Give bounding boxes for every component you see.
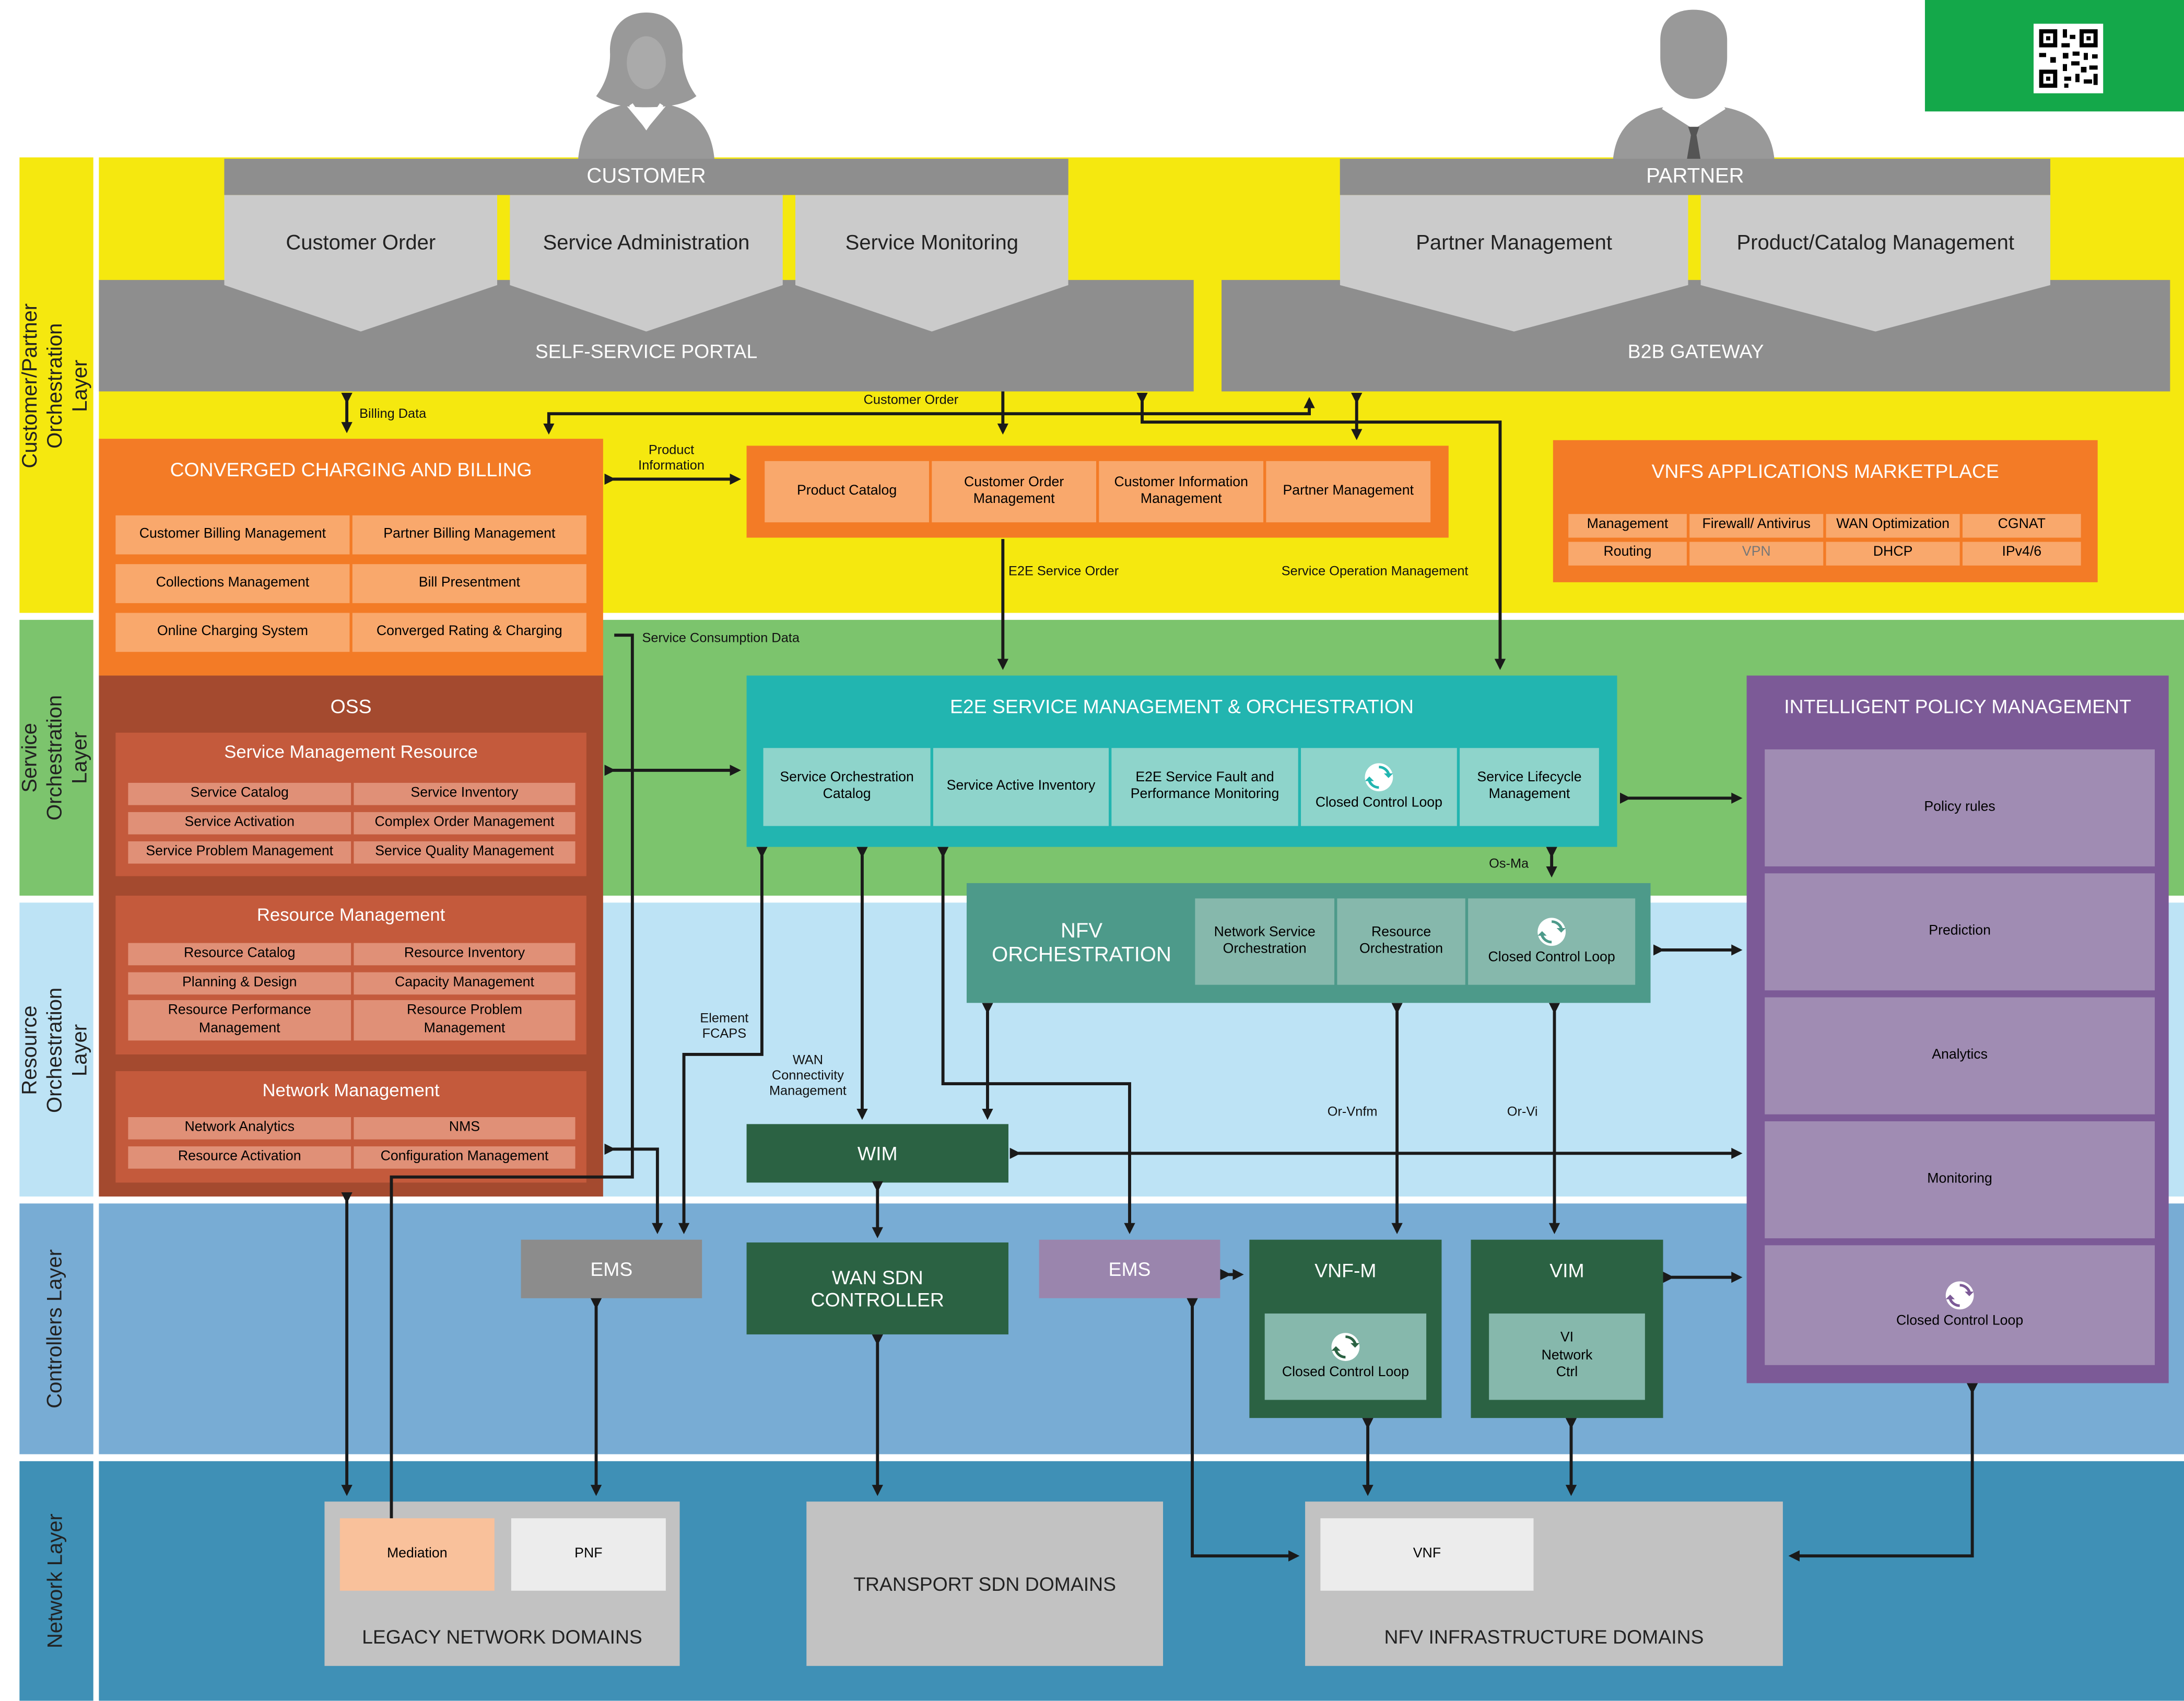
marketplace-management[interactable]: Management [1568, 514, 1687, 538]
charging-title: CONVERGED CHARGING AND BILLING [170, 458, 532, 481]
resource-orchestration[interactable]: Resource Orchestration [1337, 898, 1465, 985]
cycle-icon [1365, 762, 1393, 791]
marketplace-dhcp[interactable]: DHCP [1826, 542, 1960, 566]
service-inventory[interactable]: Service Inventory [354, 782, 576, 805]
b2b-gateway[interactable]: B2B GATEWAY [1222, 280, 2170, 392]
pnf[interactable]: PNF [511, 1518, 666, 1591]
service-quality-management[interactable]: Service Quality Management [354, 841, 576, 864]
vi-network-ctrl[interactable]: VI Network Ctrl [1489, 1313, 1645, 1400]
legacy-title: LEGACY NETWORK DOMAINS [362, 1625, 642, 1648]
service-mgmt-title: Service Management Resource [224, 740, 478, 761]
layer-label-resource: Resource Orchestration Layer [19, 902, 93, 1197]
cycle-icon [1945, 1281, 1974, 1309]
vim-title: VIM [1549, 1259, 1584, 1282]
qr-code-icon [2033, 24, 2104, 93]
marketplace-vpn[interactable]: VPN [1689, 542, 1824, 566]
nfvo-closed-control-loop-label: Closed Control Loop [1488, 949, 1615, 965]
partner-billing-management[interactable]: Partner Billing Management [352, 515, 586, 555]
capacity-management[interactable]: Capacity Management [354, 972, 576, 995]
marketplace-wan-optimization[interactable]: WAN Optimization [1826, 514, 1960, 538]
ems-left[interactable]: EMS [521, 1239, 702, 1298]
e2e-service-order-label: E2E Service Order [1008, 564, 1119, 580]
transport-sdn-domains[interactable]: TRANSPORT SDN DOMAINS [806, 1501, 1164, 1666]
customer-header: CUSTOMER [224, 159, 1068, 195]
product-information-label: Product Information [638, 443, 704, 474]
e2e-title: E2E SERVICE MANAGEMENT & ORCHESTRATION [950, 695, 1414, 718]
layer-label-network: Network Layer [19, 1461, 93, 1701]
male-user-icon [1613, 9, 1775, 160]
ipm-title: INTELLIGENT POLICY MANAGEMENT [1784, 695, 2131, 718]
vnf[interactable]: VNF [1320, 1518, 1534, 1591]
product-catalog[interactable]: Product Catalog [765, 461, 929, 523]
monitoring[interactable]: Monitoring [1765, 1121, 2155, 1239]
billing-data-label: Billing Data [359, 406, 427, 423]
network-service-orchestration[interactable]: Network Service Orchestration [1195, 898, 1335, 985]
e2e-closed-control-loop[interactable]: Closed Control Loop [1301, 748, 1457, 826]
resource-inventory[interactable]: Resource Inventory [354, 943, 576, 966]
marketplace-ipv4-6[interactable]: IPv4/6 [1962, 542, 2081, 566]
service-catalog[interactable]: Service Catalog [128, 782, 351, 805]
resource-performance-management[interactable]: Resource Performance Management [128, 1000, 351, 1041]
ipm-closed-control-loop-label: Closed Control Loop [1896, 1313, 2024, 1329]
customer-order-label: Customer Order [863, 393, 959, 408]
service-active-inventory[interactable]: Service Active Inventory [933, 748, 1109, 826]
or-vnfm-label: Or-Vnfm [1327, 1105, 1378, 1120]
converged-rating-charging[interactable]: Converged Rating & Charging [352, 613, 586, 652]
vnfm-title: VNF-M [1314, 1259, 1377, 1282]
os-ma-label: Os-Ma [1489, 857, 1529, 872]
nms[interactable]: NMS [354, 1117, 576, 1140]
female-user-icon [578, 13, 715, 160]
partner-header: PARTNER [1340, 159, 2050, 195]
complex-order-management[interactable]: Complex Order Management [354, 812, 576, 835]
ipm-closed-control-loop[interactable]: Closed Control Loop [1765, 1245, 2155, 1365]
layer-label-controllers: Controllers Layer [19, 1203, 93, 1454]
resource-mgmt-title: Resource Management [256, 903, 445, 924]
vnfm-closed-control-loop-label: Closed Control Loop [1282, 1365, 1409, 1380]
bill-presentment[interactable]: Bill Presentment [352, 564, 586, 603]
nfvo-closed-control-loop[interactable]: Closed Control Loop [1468, 898, 1636, 985]
resource-activation[interactable]: Resource Activation [128, 1146, 351, 1169]
marketplace-routing[interactable]: Routing [1568, 542, 1687, 566]
mediation[interactable]: Mediation [339, 1518, 495, 1591]
cycle-icon [1537, 917, 1566, 946]
network-analytics[interactable]: Network Analytics [128, 1117, 351, 1140]
planning-design[interactable]: Planning & Design [128, 972, 351, 995]
oss-title: OSS [330, 695, 372, 718]
vim[interactable]: VIM VI Network Ctrl [1471, 1239, 1663, 1418]
customer-billing-management[interactable]: Customer Billing Management [115, 515, 350, 555]
element-fcaps-label: Element FCAPS [700, 1011, 749, 1042]
service-operation-management-label: Service Operation Management [1281, 564, 1469, 580]
service-lifecycle-management[interactable]: Service Lifecycle Management [1460, 748, 1599, 826]
qr-badge[interactable] [1924, 0, 2184, 112]
wan-connectivity-management-label: WAN Connectivity Management [769, 1053, 847, 1099]
policy-rules[interactable]: Policy rules [1765, 749, 2155, 866]
configuration-management[interactable]: Configuration Management [354, 1146, 576, 1169]
resource-problem-management[interactable]: Resource Problem Management [354, 1000, 576, 1041]
network-mgmt-title: Network Management [262, 1078, 440, 1100]
prediction[interactable]: Prediction [1765, 873, 2155, 991]
resource-catalog[interactable]: Resource Catalog [128, 943, 351, 966]
service-activation[interactable]: Service Activation [128, 812, 351, 835]
service-problem-management[interactable]: Service Problem Management [128, 841, 351, 864]
e2e-closed-control-loop-label: Closed Control Loop [1315, 795, 1442, 811]
ems-right[interactable]: EMS [1039, 1239, 1220, 1298]
layer-label-customer-partner: Customer/Partner Orchestration Layer [19, 157, 93, 613]
service-orchestration-catalog[interactable]: Service Orchestration Catalog [763, 748, 931, 826]
online-charging-system[interactable]: Online Charging System [115, 613, 350, 652]
customer-order-management[interactable]: Customer Order Management [932, 461, 1097, 523]
analytics[interactable]: Analytics [1765, 997, 2155, 1115]
e2e-fault-performance-monitoring[interactable]: E2E Service Fault and Performance Monito… [1111, 748, 1298, 826]
or-vi-label: Or-Vi [1507, 1105, 1538, 1120]
collections-management[interactable]: Collections Management [115, 564, 350, 603]
marketplace-title: VNFS APPLICATIONS MARKETPLACE [1651, 460, 1999, 482]
service-consumption-data-label: Service Consumption Data [642, 631, 800, 647]
marketplace-firewall[interactable]: Firewall/ Antivirus [1689, 514, 1824, 538]
nfvi-title: NFV INFRASTRUCTURE DOMAINS [1384, 1625, 1704, 1648]
layer-label-service: Service Orchestration Layer [19, 619, 93, 896]
wan-sdn-controller[interactable]: WAN SDN CONTROLLER [746, 1242, 1008, 1335]
marketplace-cgnat[interactable]: CGNAT [1962, 514, 2081, 538]
cycle-icon [1331, 1332, 1360, 1361]
